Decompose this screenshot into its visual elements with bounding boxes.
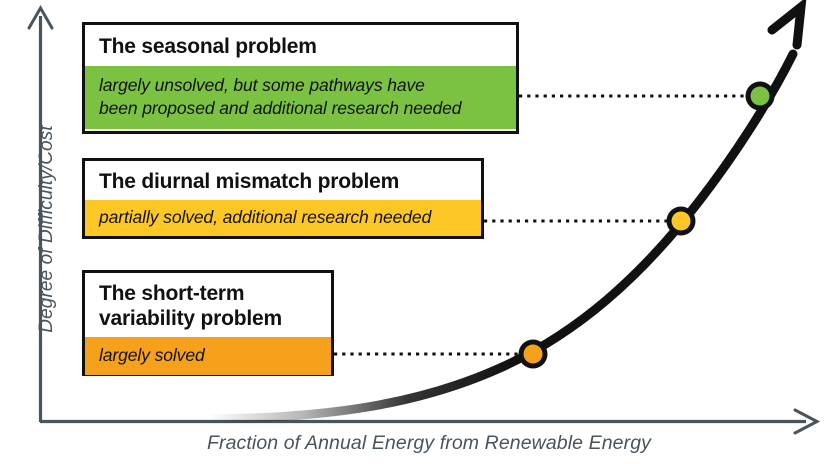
callout-short-term-variability-problem[interactable]: The short-term variability problem large… xyxy=(82,270,334,376)
x-axis-arrow-icon xyxy=(793,408,821,435)
callout-seasonal-status-line1: largely unsolved, but some pathways have xyxy=(99,75,425,95)
x-axis xyxy=(40,408,821,435)
callout-diurnal-title: The diurnal mismatch problem xyxy=(99,170,400,193)
callout-short-term-title-line1: The short-term xyxy=(99,282,245,305)
callout-diurnal-mismatch-problem[interactable]: The diurnal mismatch problem partially s… xyxy=(82,158,484,239)
callout-seasonal-title: The seasonal problem xyxy=(99,35,317,58)
callout-short-term-title-line2: variability problem xyxy=(99,307,282,330)
curve-arrow-icon xyxy=(767,0,807,50)
callout-seasonal-status: largely unsolved, but some pathways have… xyxy=(85,66,516,129)
marker-seasonal[interactable] xyxy=(745,81,775,111)
marker-short-term-variability[interactable] xyxy=(518,339,548,369)
y-axis xyxy=(27,4,54,422)
y-axis-label: Degree of Difficulty/Cost xyxy=(36,125,57,333)
callout-seasonal-status-line2: been proposed and additional research ne… xyxy=(99,98,462,118)
marker-diurnal-mismatch[interactable] xyxy=(666,206,696,236)
y-axis-arrow-icon xyxy=(27,4,54,30)
callout-short-term-title: The short-term variability problem xyxy=(85,273,331,337)
callout-seasonal-problem[interactable]: The seasonal problem largely unsolved, b… xyxy=(82,22,519,134)
x-axis-label: Fraction of Annual Energy from Renewable… xyxy=(206,432,652,454)
callout-short-term-status: largely solved xyxy=(85,337,331,375)
callout-diurnal-status: partially solved, additional research ne… xyxy=(85,200,481,236)
curve-path xyxy=(203,49,798,424)
